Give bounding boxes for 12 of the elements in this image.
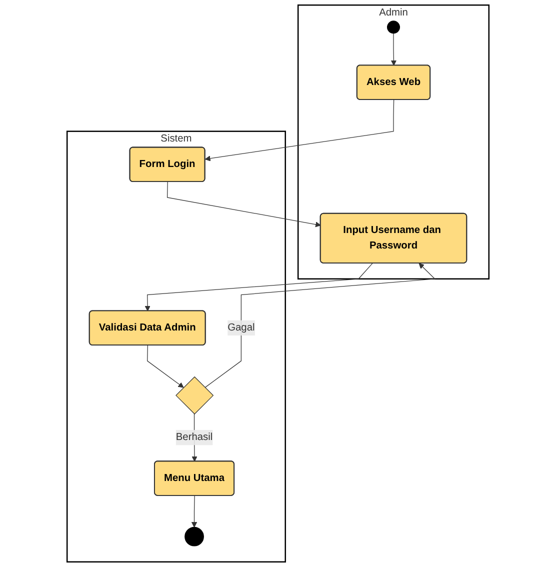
arrow xyxy=(147,345,184,388)
arrow xyxy=(144,263,373,312)
arrow xyxy=(204,263,436,388)
node-diamond xyxy=(176,376,214,414)
arrow xyxy=(166,182,321,228)
node-circle xyxy=(184,526,204,546)
node-circle xyxy=(387,20,400,34)
edge-label: Gagal xyxy=(228,322,255,333)
arrow xyxy=(204,100,394,162)
edge-label: Berhasil xyxy=(176,432,213,443)
arrow xyxy=(390,33,396,66)
arrow xyxy=(191,495,198,528)
